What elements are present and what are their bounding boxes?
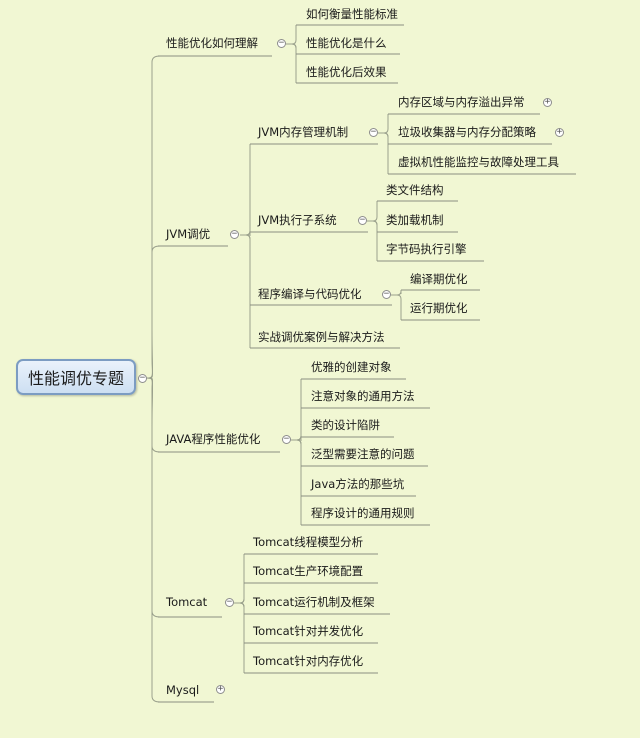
- branch-jvm-tuning-toggle[interactable]: −: [230, 229, 239, 239]
- node-jvm-execution-subsystem-toggle[interactable]: −: [358, 215, 367, 225]
- child-connector: [286, 43, 297, 83]
- node-class-file-structure[interactable]: 类文件结构: [386, 183, 444, 197]
- node-jvm-execution-subsystem[interactable]: JVM执行子系统: [258, 213, 337, 227]
- branch-connector: [146, 245, 161, 379]
- child-connector: [240, 234, 251, 348]
- node-compile-optimization[interactable]: 程序编译与代码优化: [258, 287, 362, 301]
- node-tomcat-runtime-mechanism[interactable]: Tomcat运行机制及框架: [253, 595, 375, 609]
- child-connector: [286, 43, 297, 54]
- child-connector: [234, 554, 245, 604]
- node-tomcat-thread-model[interactable]: Tomcat线程模型分析: [253, 535, 364, 549]
- child-connector: [291, 439, 302, 525]
- node-object-common-methods[interactable]: 注意对象的通用方法: [311, 389, 415, 403]
- branch-connector: [146, 377, 161, 453]
- node-class-loading[interactable]: 类加载机制: [386, 213, 444, 227]
- child-connector: [234, 602, 245, 673]
- node-runtime-optimization[interactable]: 运行期优化: [410, 301, 468, 315]
- node-class-design-pitfalls[interactable]: 类的设计陷阱: [311, 418, 380, 432]
- root-label: 性能调优专题: [27, 369, 124, 388]
- node-generics-issues[interactable]: 泛型需要注意的问题: [311, 447, 415, 461]
- node-jvm-memory-management-toggle[interactable]: −: [369, 127, 378, 137]
- child-connector: [234, 583, 245, 604]
- child-connector: [234, 602, 245, 643]
- child-connector: [378, 132, 389, 144]
- child-connector: [291, 439, 302, 496]
- node-optimization-effect[interactable]: 性能优化后效果: [306, 65, 387, 79]
- node-tuning-cases[interactable]: 实战调优案例与解决方法: [258, 330, 385, 344]
- node-design-general-rules[interactable]: 程序设计的通用规则: [311, 506, 415, 520]
- child-connector: [378, 114, 389, 134]
- branch-jvm-tuning[interactable]: JVM调优: [166, 227, 211, 241]
- node-gc-allocation[interactable]: 垃圾收集器与内存分配策略: [398, 125, 536, 139]
- branch-connector: [146, 377, 161, 703]
- child-connector: [391, 290, 402, 296]
- node-tomcat-memory[interactable]: Tomcat针对内存优化: [253, 654, 364, 668]
- child-connector: [240, 234, 251, 305]
- root-node[interactable]: 性能调优专题: [16, 359, 136, 395]
- child-connector: [291, 379, 302, 441]
- branch-tomcat-toggle[interactable]: −: [225, 597, 234, 607]
- root-collapse-toggle[interactable]: −: [138, 373, 147, 383]
- node-compile-optimization-toggle[interactable]: −: [382, 289, 391, 299]
- child-connector: [240, 144, 251, 236]
- node-vm-monitoring-tools[interactable]: 虚拟机性能监控与故障处理工具: [398, 155, 559, 169]
- branch-java-performance[interactable]: JAVA程序性能优化: [166, 432, 261, 446]
- branch-mysql[interactable]: Mysql: [166, 683, 200, 697]
- node-memory-area-overflow[interactable]: 内存区域与内存溢出异常: [398, 95, 525, 109]
- child-connector: [391, 294, 402, 320]
- node-jvm-memory-management[interactable]: JVM内存管理机制: [258, 125, 349, 139]
- child-connector: [378, 132, 389, 174]
- node-tomcat-production-config[interactable]: Tomcat生产环境配置: [253, 564, 364, 578]
- node-java-method-pitfalls[interactable]: Java方法的那些坑: [311, 477, 405, 491]
- branch-performance-understanding-toggle[interactable]: −: [277, 38, 286, 48]
- child-connector: [286, 25, 297, 45]
- node-memory-area-overflow-toggle[interactable]: +: [543, 97, 552, 107]
- branch-java-performance-toggle[interactable]: −: [282, 434, 291, 444]
- node-what-is-optimization[interactable]: 性能优化是什么: [306, 36, 387, 50]
- child-connector: [367, 220, 378, 232]
- child-connector: [367, 201, 378, 222]
- node-bytecode-engine[interactable]: 字节码执行引擎: [386, 242, 467, 256]
- child-connector: [291, 408, 302, 441]
- branch-performance-understanding[interactable]: 性能优化如何理解: [166, 36, 258, 50]
- branch-mysql-expand-toggle[interactable]: +: [216, 684, 225, 694]
- child-connector: [367, 220, 378, 261]
- node-tomcat-concurrency[interactable]: Tomcat针对并发优化: [253, 624, 364, 638]
- node-gc-allocation-toggle[interactable]: +: [555, 127, 564, 137]
- node-create-objects[interactable]: 优雅的创建对象: [311, 360, 392, 374]
- branch-connector: [146, 55, 161, 379]
- child-connector: [291, 439, 302, 466]
- child-connector: [234, 602, 245, 614]
- branch-connector: [146, 377, 161, 618]
- branch-tomcat[interactable]: Tomcat: [166, 595, 208, 609]
- node-compile-time-optimization[interactable]: 编译期优化: [410, 272, 468, 286]
- node-measure-standard[interactable]: 如何衡量性能标准: [306, 7, 398, 21]
